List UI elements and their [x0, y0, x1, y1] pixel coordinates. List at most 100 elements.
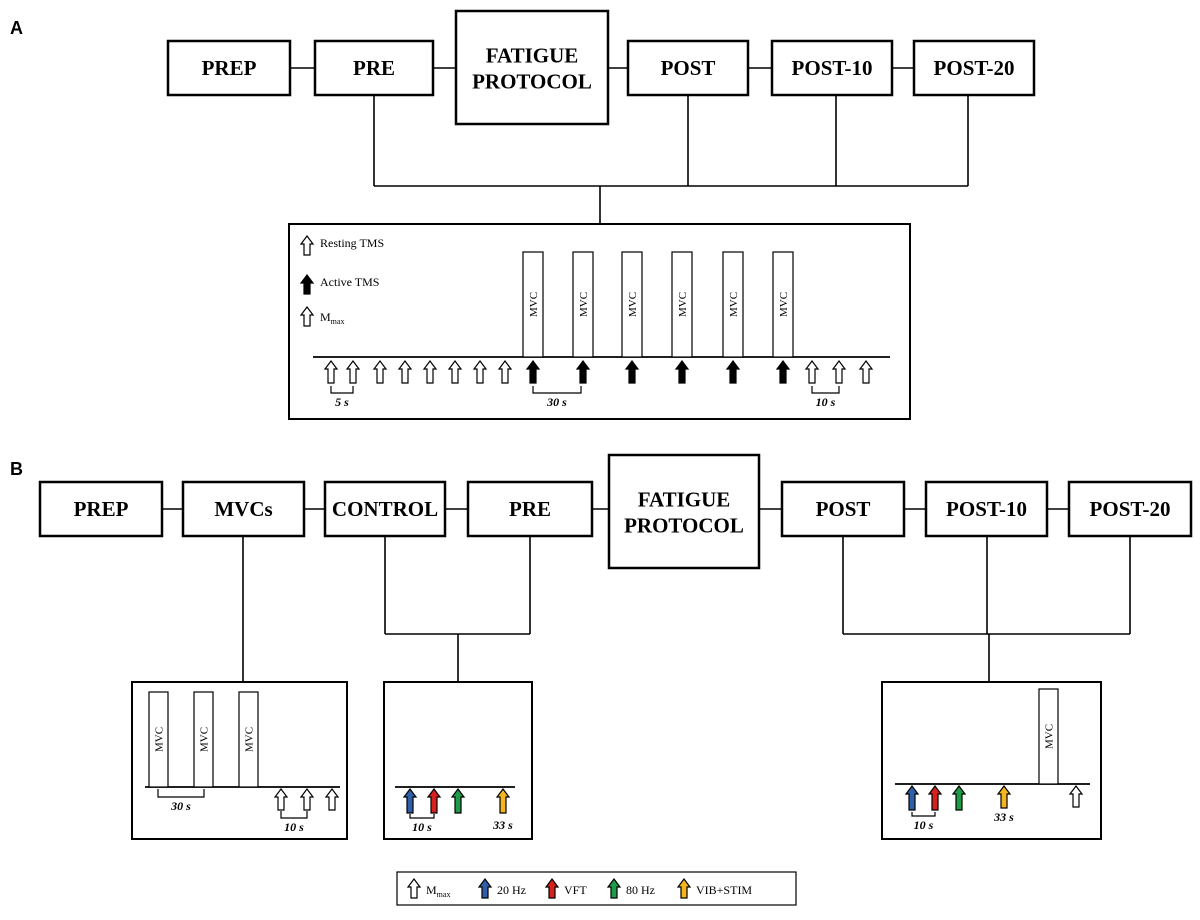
stage-label: POST	[816, 497, 871, 521]
resting-tms-arrow	[447, 360, 463, 384]
vibstim-arrow	[495, 788, 511, 814]
active-tms-arrow	[624, 360, 640, 384]
interval-bracket	[280, 811, 308, 819]
legend-item-label-sub: max	[437, 890, 451, 899]
legend-item-label: 80 Hz	[626, 883, 655, 897]
legend-item-mmax: Mmax	[406, 878, 450, 899]
active-tms-arrow	[775, 360, 791, 384]
panel-a-label: A	[10, 18, 23, 38]
interval-10s: 10 s	[911, 812, 936, 832]
stage-label: POST	[661, 56, 716, 80]
hz80-arrow	[951, 785, 967, 811]
active-tms-arrow	[525, 360, 541, 384]
stage-box-frame	[323, 480, 447, 538]
hz20-legend-icon	[477, 878, 493, 899]
interval-bracket	[532, 386, 582, 394]
mvc-bar: MVC	[238, 691, 259, 788]
mvc-bar-rect	[522, 251, 544, 358]
stage-box-post10: POST-10	[770, 39, 894, 97]
mmax-arrow	[1068, 785, 1084, 808]
stage-label: POST-10	[946, 497, 1027, 521]
stage-box-pre: PRE	[466, 480, 594, 538]
mvc-bar-label: MVC	[728, 292, 740, 317]
legend-item-label-main: VIB+STIM	[696, 883, 752, 897]
mmax-arrow	[299, 788, 315, 811]
mvc-bar: MVC	[671, 251, 693, 358]
stage-label-line-2: PROTOCOL	[472, 70, 592, 94]
stage-label: PRE	[509, 497, 551, 521]
interval-label: 10 s	[914, 818, 934, 832]
legend-item-label-main: M	[426, 883, 437, 897]
mvc-bar-rect	[671, 251, 693, 358]
mvc-bar: MVC	[722, 251, 744, 358]
hz80-arrow	[450, 788, 466, 814]
vibstim-time-label: 33 s	[492, 818, 513, 832]
interval-bracket	[811, 386, 840, 394]
interval-label: 30 s	[546, 395, 567, 409]
mvc-bar-rect	[572, 251, 594, 358]
stage-box-control: CONTROL	[323, 480, 447, 538]
mvc-bar-label: MVC	[244, 727, 256, 752]
legend-item-label: Mmax	[426, 883, 450, 899]
stage-box-post20: POST-20	[1067, 480, 1193, 538]
legend-item-hz20: 20 Hz	[477, 878, 526, 899]
resting-tms-arrow	[397, 360, 413, 384]
timeline-frame	[881, 681, 1102, 840]
mvc-bar: MVC	[522, 251, 544, 358]
hz80-legend-icon	[606, 878, 622, 899]
stage-box-prep: PREP	[166, 39, 292, 97]
mvc-bar-label: MVC	[578, 292, 590, 317]
vft-arrow	[927, 785, 943, 811]
vibstim-arrow	[996, 785, 1012, 809]
active-tms-arrow	[575, 360, 591, 384]
mvc-bar-label: MVC	[528, 292, 540, 317]
stage-label: MVCs	[214, 497, 272, 521]
mmax-icon	[299, 306, 315, 327]
panel-b-control-timeline: 10 s 33 s	[383, 681, 533, 840]
mvc-bar-label: MVC	[1044, 724, 1056, 749]
stage-box-frame	[607, 453, 761, 570]
legend-mmax-sub: max	[331, 317, 345, 326]
stage-box-frame	[166, 39, 292, 97]
resting-tms-icon	[299, 235, 315, 256]
stage-box-frame	[466, 480, 594, 538]
mvc-bar: MVC	[772, 251, 794, 358]
stage-label-line-2: PROTOCOL	[624, 514, 744, 538]
resting-tms-arrow	[345, 360, 361, 384]
mmax-arrow	[324, 788, 340, 811]
interval-label: 10 s	[412, 820, 432, 834]
legend-item-label-main: 80 Hz	[626, 883, 655, 897]
interval-label: 30 s	[170, 799, 191, 813]
stage-label: PRE	[353, 56, 395, 80]
active-tms-icon	[299, 274, 315, 295]
legend-item-label: 20 Hz	[497, 883, 526, 897]
interval-bracket	[330, 386, 354, 394]
resting-tms-arrow	[497, 360, 513, 384]
stage-label: PREP	[202, 56, 257, 80]
hz20-arrow	[904, 785, 920, 811]
interval-10s: 10 s	[409, 814, 435, 834]
legend-frame	[396, 871, 797, 906]
legend-item-label: VIB+STIM	[696, 883, 752, 897]
legend-item-label-main: VFT	[564, 883, 587, 897]
mvc-bar-rect	[238, 691, 259, 788]
interval-label: 5 s	[335, 395, 349, 409]
stage-box-frame	[181, 480, 306, 538]
legend-item-hz80: 80 Hz	[606, 878, 655, 899]
stage-box-post: POST	[626, 39, 750, 97]
stage-label: POST-20	[934, 56, 1015, 80]
mvc-bar: MVC	[621, 251, 643, 358]
legend-item-vibstim: VIB+STIM	[676, 878, 752, 899]
stage-label-line-1: FATIGUE	[486, 44, 579, 68]
interval-bracket	[911, 812, 936, 817]
stage-box-frame	[454, 9, 610, 126]
stage-box-frame	[1067, 480, 1193, 538]
mvc-bar: MVC	[148, 691, 169, 788]
stage-box-mvcs: MVCs	[181, 480, 306, 538]
mvc-bar-rect	[772, 251, 794, 358]
